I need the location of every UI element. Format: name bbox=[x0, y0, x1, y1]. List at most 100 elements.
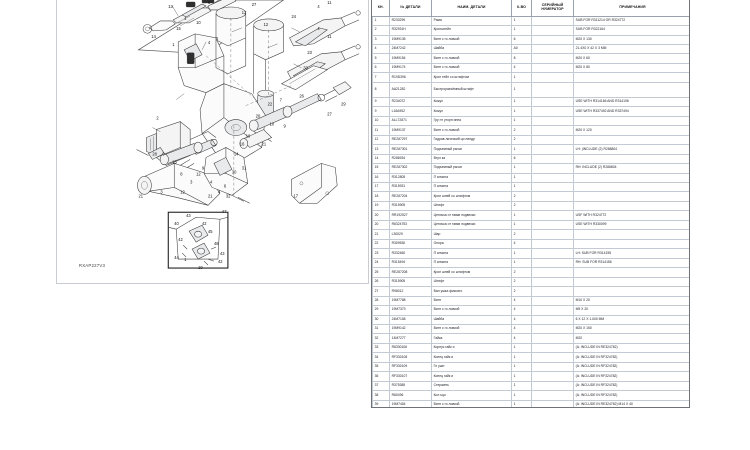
svg-text:12: 12 bbox=[196, 171, 201, 176]
row-remarks: RH: SUB FOR R314156 bbox=[573, 257, 689, 269]
row-remarks: SUB FOR R311214 OR R324772 bbox=[573, 15, 689, 27]
row-part-name: Конец гайк и bbox=[431, 352, 512, 363]
svg-text:15: 15 bbox=[172, 159, 177, 164]
row-part-no: R32931H bbox=[389, 25, 432, 36]
svg-text:16: 16 bbox=[240, 141, 245, 146]
row-kn: 27 bbox=[372, 286, 390, 297]
row-serial bbox=[531, 191, 574, 202]
svg-text:1: 1 bbox=[184, 257, 187, 262]
row-part-no: R80496 bbox=[389, 390, 432, 401]
svg-text:48: 48 bbox=[214, 241, 219, 246]
row-qty: 6 bbox=[511, 153, 532, 165]
row-part-name: Конец гайк и bbox=[431, 371, 512, 382]
row-part-no: ALL72871 bbox=[389, 115, 432, 127]
svg-text:29: 29 bbox=[341, 102, 346, 107]
svg-text:4: 4 bbox=[210, 179, 213, 184]
row-kn: 13 bbox=[372, 144, 390, 155]
svg-text:24: 24 bbox=[291, 14, 296, 19]
column-header-part-name: НАИМ. ДЕТАЛИ bbox=[431, 0, 512, 17]
row-kn: 9 bbox=[372, 96, 390, 108]
row-part-name: Винт с го ловкой bbox=[431, 125, 512, 136]
row-remarks bbox=[573, 286, 689, 297]
svg-text:47: 47 bbox=[222, 209, 227, 214]
row-part-no: 19M9142 bbox=[389, 323, 432, 335]
row-serial bbox=[531, 115, 574, 127]
row-part-name: Кронштейн bbox=[431, 25, 512, 36]
row-remarks bbox=[573, 134, 689, 146]
row-part-name: Гайка bbox=[431, 333, 512, 344]
svg-text:5: 5 bbox=[216, 36, 219, 41]
row-kn: 4 bbox=[372, 43, 390, 55]
svg-text:7: 7 bbox=[280, 98, 283, 103]
svg-text:4: 4 bbox=[184, 16, 187, 21]
row-remarks bbox=[573, 276, 689, 288]
svg-text:11: 11 bbox=[327, 0, 332, 5]
svg-text:2: 2 bbox=[156, 116, 159, 121]
row-kn: 34 bbox=[372, 352, 390, 363]
row-part-name: П алчина bbox=[431, 257, 512, 269]
svg-text:1: 1 bbox=[172, 42, 175, 47]
row-part-no: R233299 bbox=[389, 15, 432, 27]
row-part-no: RR192527 bbox=[389, 210, 432, 221]
row-remarks: M20 X 120 bbox=[573, 125, 689, 136]
row-part-name: Шайба bbox=[431, 314, 512, 326]
row-part-name: Крон шней со штифтом bbox=[431, 267, 512, 278]
svg-text:12: 12 bbox=[264, 22, 269, 27]
row-part-name: Винт с го ловкой bbox=[431, 399, 512, 407]
row-part-name: Крон тейн со штифтом bbox=[431, 72, 512, 83]
row-kn: 38 bbox=[372, 390, 390, 401]
row-serial bbox=[531, 106, 574, 117]
row-part-name: Вал ушка фиксато bbox=[431, 286, 512, 297]
row-part-no: RE287208 bbox=[389, 267, 432, 278]
row-part-name: Гру нт уторн инна bbox=[431, 115, 512, 127]
row-remarks: M20 X 130 bbox=[573, 34, 689, 46]
row-qty: 2 bbox=[511, 276, 532, 288]
row-serial bbox=[531, 81, 574, 98]
svg-text:21: 21 bbox=[138, 193, 143, 198]
row-remarks bbox=[573, 267, 689, 278]
row-qty: 1 bbox=[511, 361, 532, 373]
